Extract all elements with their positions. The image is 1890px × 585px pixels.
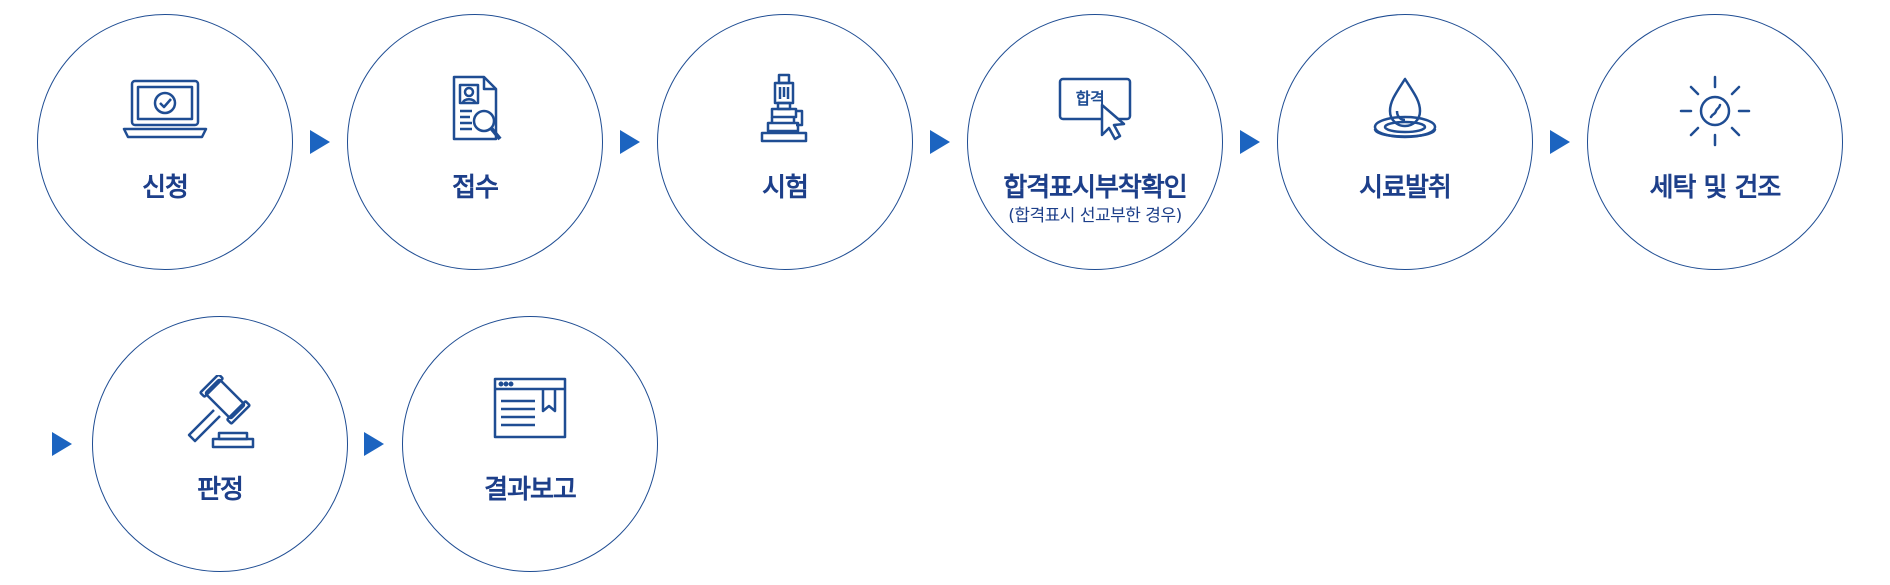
step-label: 접수 bbox=[452, 173, 499, 203]
report-window-icon bbox=[487, 375, 573, 451]
sun-icon bbox=[1672, 73, 1758, 149]
step-test: 시험 bbox=[657, 14, 913, 270]
step-apply: 신청 bbox=[37, 14, 293, 270]
step-judgment: 판정 bbox=[92, 316, 348, 572]
document-search-icon bbox=[432, 73, 518, 149]
step-label: 결과보고 bbox=[484, 475, 577, 505]
water-drop-icon bbox=[1362, 73, 1448, 149]
step-sampling: 시료발취 bbox=[1277, 14, 1533, 270]
microscope-icon bbox=[742, 73, 828, 149]
step-report: 결과보고 bbox=[402, 316, 658, 572]
step-pass-mark-check: 합격 합격표시부착확인 (합격표시 선교부한 경우) bbox=[967, 14, 1223, 270]
arrow-right-icon bbox=[930, 130, 950, 154]
step-label: 세탁 및 건조 bbox=[1649, 173, 1782, 203]
laptop-check-icon bbox=[122, 73, 208, 149]
arrow-right-icon bbox=[1550, 130, 1570, 154]
arrow-right-icon bbox=[310, 130, 330, 154]
step-label: 신청 bbox=[142, 173, 189, 203]
step-sublabel: (합격표시 선교부한 경우) bbox=[1008, 206, 1182, 226]
arrow-right-icon bbox=[620, 130, 640, 154]
step-label: 합격표시부착확인 bbox=[1003, 173, 1187, 203]
step-wash-dry: 세탁 및 건조 bbox=[1587, 14, 1843, 270]
arrow-right-icon bbox=[52, 432, 72, 456]
arrow-right-icon bbox=[1240, 130, 1260, 154]
step-label: 시험 bbox=[762, 173, 809, 203]
pass-badge-cursor-icon: 합격 bbox=[1052, 73, 1138, 149]
pass-badge-text: 합격 bbox=[1075, 89, 1105, 108]
step-label: 판정 bbox=[197, 475, 244, 505]
gavel-icon bbox=[177, 375, 263, 451]
step-receipt: 접수 bbox=[347, 14, 603, 270]
step-label: 시료발취 bbox=[1359, 173, 1452, 203]
arrow-right-icon bbox=[364, 432, 384, 456]
